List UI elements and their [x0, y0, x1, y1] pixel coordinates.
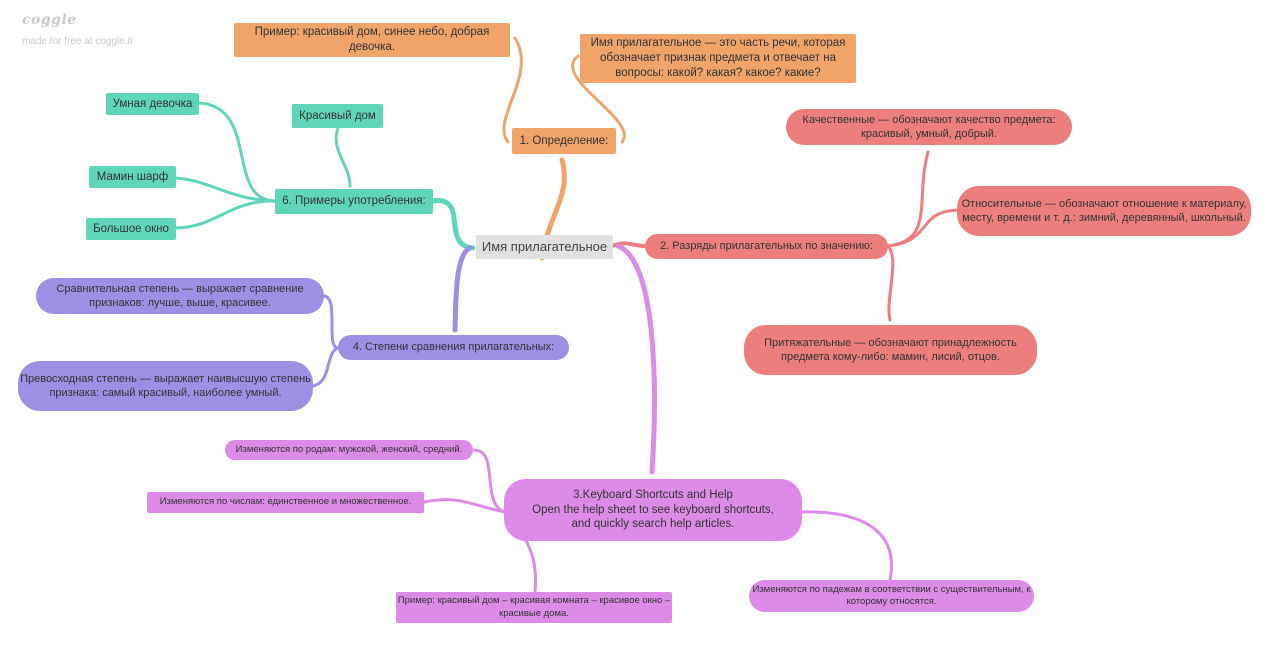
relative-node[interactable]: Относительные — обозначают отношение к м…: [957, 186, 1251, 236]
definition-example: Пример: красивый дом, синее небо, добрая…: [254, 26, 490, 53]
case-node[interactable]: Изменяются по падежам в соответствии с с…: [749, 580, 1034, 612]
usage-title: 6. Примеры употребления:: [282, 195, 426, 208]
usage-example-label: Мамин шарф: [96, 170, 169, 183]
coggle-logo: coggle: [22, 12, 77, 28]
superlative-text: Превосходная степень — выражает наивысшу…: [20, 372, 311, 399]
help-line-3: and quickly search help articles.: [571, 518, 735, 531]
degrees-node[interactable]: 4. Степени сравнения прилагательных:: [338, 335, 569, 360]
usage-example-mom-scarf[interactable]: Мамин шарф: [89, 166, 176, 188]
example-forms-text: Пример: красивый дом – красивая комната …: [397, 595, 671, 619]
possessive-node[interactable]: Притяжательные — обозначают принадлежнос…: [744, 325, 1037, 375]
made-with-coggle-note: made for free at coggle.it: [22, 36, 133, 47]
definition-title: 1. Определение:: [519, 134, 609, 147]
usage-example-label: Красивый дом: [299, 109, 376, 122]
categories-node[interactable]: 2. Разряды прилагательных по значению:: [645, 234, 888, 259]
definition-example-node[interactable]: Пример: красивый дом, синее небо, добрая…: [234, 23, 510, 57]
usage-example-beautiful-house[interactable]: Красивый дом: [292, 104, 383, 128]
help-line-2: Open the help sheet to see keyboard shor…: [532, 503, 774, 516]
categories-title: 2. Разряды прилагательных по значению:: [660, 240, 873, 253]
definition-node[interactable]: 1. Определение:: [512, 128, 616, 154]
qualitative-text: Качественные — обозначают качество предм…: [802, 113, 1056, 140]
definition-text-node[interactable]: Имя прилагательное — это часть речи, кот…: [580, 34, 856, 83]
qualitative-node[interactable]: Качественные — обозначают качество предм…: [786, 109, 1072, 145]
number-node[interactable]: Изменяются по числам: единственное и мно…: [147, 492, 424, 513]
usage-example-label: Большое окно: [93, 222, 169, 235]
example-forms-node[interactable]: Пример: красивый дом – красивая комната …: [396, 592, 672, 623]
usage-node[interactable]: 6. Примеры употребления:: [275, 189, 433, 214]
number-text: Изменяются по числам: единственное и мно…: [159, 496, 412, 508]
superlative-node[interactable]: Превосходная степень — выражает наивысшу…: [18, 361, 313, 411]
central-node-label: Имя прилагательное: [481, 238, 608, 254]
help-title: 3.Keyboard Shortcuts and Help: [573, 488, 733, 501]
possessive-text: Притяжательные — обозначают принадлежнос…: [764, 336, 1017, 363]
case-text: Изменяются по падежам в соответствии с с…: [752, 583, 1031, 607]
usage-example-label: Умная девочка: [112, 97, 193, 110]
usage-example-big-window[interactable]: Большое окно: [86, 218, 176, 240]
gender-text: Изменяются по родам: мужской, женский, с…: [235, 443, 463, 455]
definition-text: Имя прилагательное — это часть речи, кот…: [590, 37, 846, 79]
degrees-title: 4. Степени сравнения прилагательных:: [352, 341, 555, 354]
relative-text: Относительные — обозначают отношение к м…: [961, 197, 1247, 224]
comparative-text: Сравнительная степень — выражает сравнен…: [56, 282, 304, 309]
gender-node[interactable]: Изменяются по родам: мужской, женский, с…: [225, 440, 473, 460]
comparative-node[interactable]: Сравнительная степень — выражает сравнен…: [36, 278, 324, 314]
central-node[interactable]: Имя прилагательное: [476, 235, 613, 259]
help-node[interactable]: 3.Keyboard Shortcuts and Help Open the h…: [504, 479, 802, 541]
usage-example-smart-girl[interactable]: Умная девочка: [106, 93, 199, 115]
